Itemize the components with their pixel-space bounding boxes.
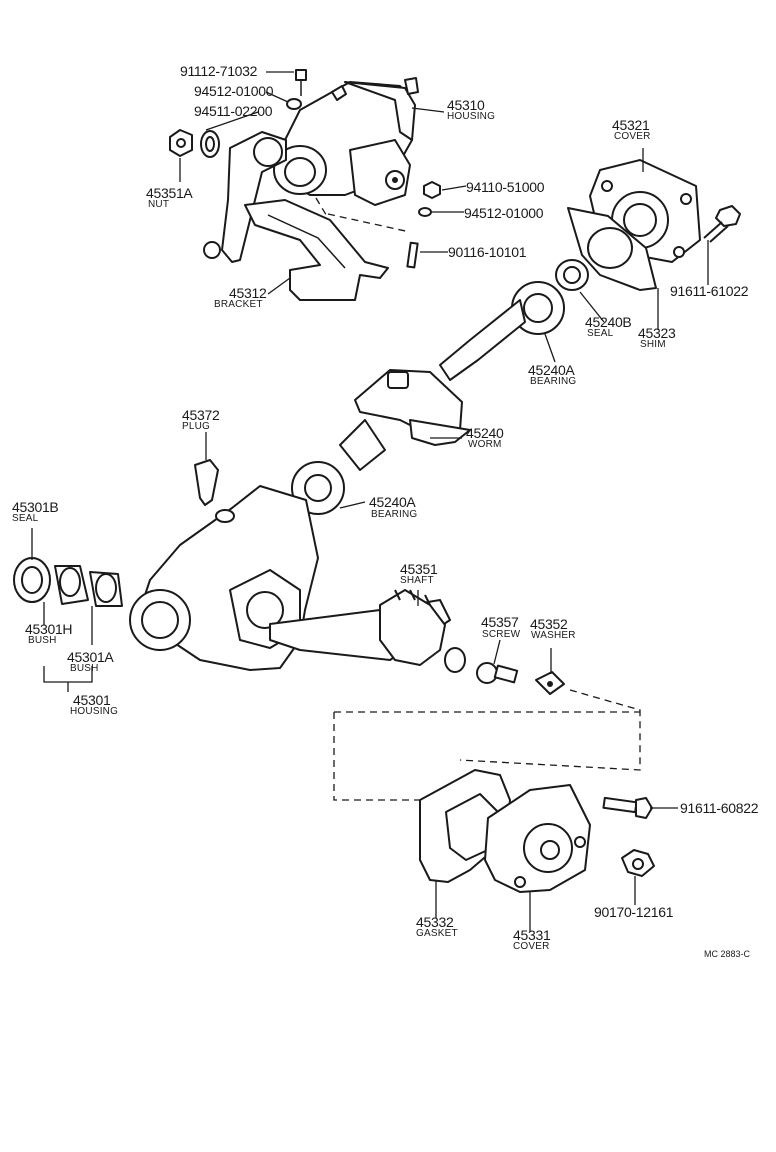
part-number-label: 45310 xyxy=(447,97,485,113)
part-number-label: 45240B xyxy=(585,314,632,330)
part-name-label: BEARING xyxy=(371,509,418,520)
part-number-label: 45332 xyxy=(416,914,454,930)
part-number-label: 94511-02200 xyxy=(194,103,273,119)
part-number-label: 45372 xyxy=(182,407,220,423)
part-number-label: 91611-60822 xyxy=(680,800,759,816)
part-number-label: 45312 xyxy=(229,285,267,301)
part-name-label: SEAL xyxy=(587,328,614,339)
part-number-label: 94512-01000 xyxy=(464,205,544,221)
side-cover-assembly xyxy=(333,689,655,893)
part-number-label: 45240 xyxy=(466,425,504,441)
part-name-label: GASKET xyxy=(416,928,458,939)
part-name-label: HOUSING xyxy=(70,706,119,717)
part-name-label: BUSH xyxy=(28,635,57,646)
part-number-label: 45301H xyxy=(25,621,73,637)
part-number-label: 45351A xyxy=(146,185,193,201)
part-name-label: WORM xyxy=(468,439,502,450)
part-name-label: COVER xyxy=(614,131,651,142)
part-number-label: 45301 xyxy=(73,692,111,708)
part-number-label: 45321 xyxy=(612,117,650,133)
part-name-label: HOUSING xyxy=(447,111,496,122)
part-name-label: SCREW xyxy=(482,629,521,640)
part-number-label: 45240A xyxy=(528,362,575,378)
part-name-label: COVER xyxy=(513,941,550,952)
lower-housing-assembly xyxy=(13,485,319,671)
part-name-label: WASHER xyxy=(531,630,576,641)
part-number-label: 90116-10101 xyxy=(448,244,527,260)
worm-assembly xyxy=(194,159,741,515)
part-number-label: 45331 xyxy=(513,927,551,943)
part-number-label: 91611-61022 xyxy=(670,283,749,299)
part-number-label: 90170-12161 xyxy=(594,904,674,920)
part-name-label: NUT xyxy=(148,199,170,210)
part-number-label: 45240A xyxy=(369,494,416,510)
sector-shaft-assembly xyxy=(269,589,565,695)
part-number-label: 91112-71032 xyxy=(180,63,258,79)
part-number-label: 94512-01000 xyxy=(194,83,274,99)
part-number-label: 45323 xyxy=(638,325,676,341)
part-name-label: BUSH xyxy=(70,663,99,674)
part-number-label: 45351 xyxy=(400,561,438,577)
part-name-label: BEARING xyxy=(530,376,577,387)
leader-lines xyxy=(31,71,709,932)
part-number-label: 94110-51000 xyxy=(466,179,545,195)
part-name-label: SEAL xyxy=(12,513,39,524)
part-number-label: 45357 xyxy=(481,614,519,630)
part-number-label: 45301A xyxy=(67,649,114,665)
part-number-label: 45352 xyxy=(530,616,568,632)
part-number-label: 45301B xyxy=(12,499,59,515)
upper-housing-assembly xyxy=(169,69,441,301)
figure-code: MC 2883-C xyxy=(704,949,751,959)
part-name-label: PLUG xyxy=(182,421,211,432)
part-name-label: SHAFT xyxy=(400,575,434,586)
part-name-label: SHIM xyxy=(640,339,666,350)
part-name-label: BRACKET xyxy=(214,299,263,310)
